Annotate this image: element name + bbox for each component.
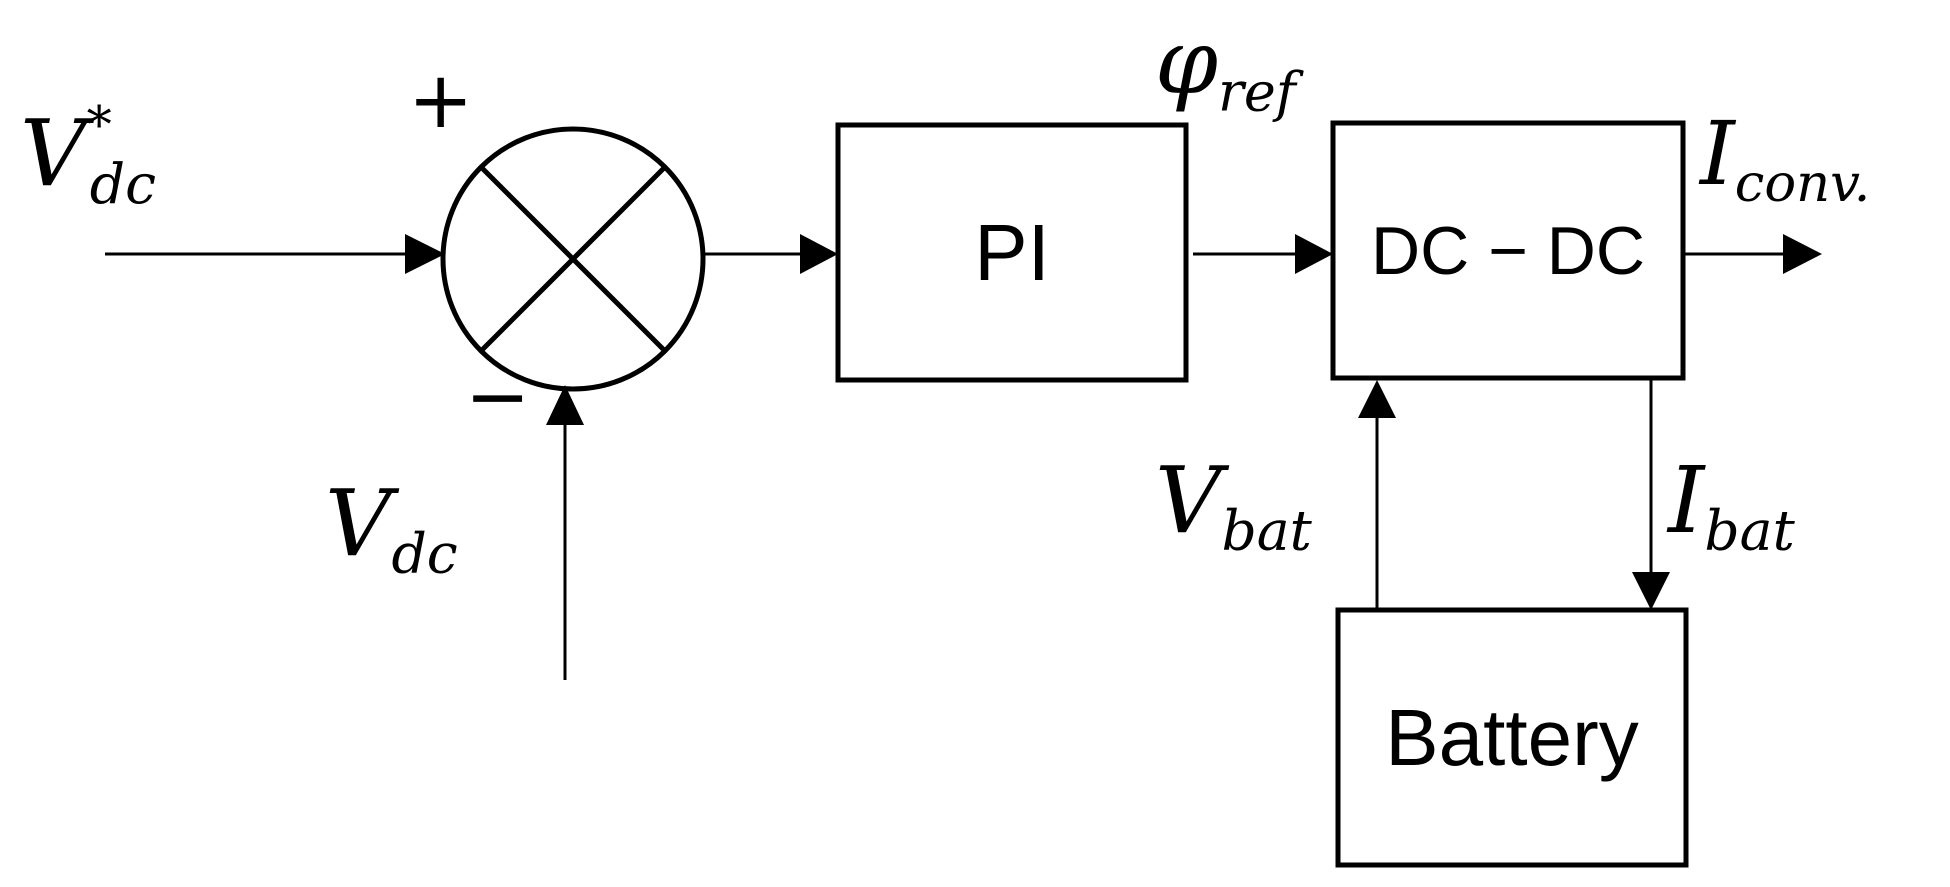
converter-current-label: Iconv. [1700, 110, 1870, 211]
reference-input-arrowhead [405, 234, 445, 274]
phase-reference-base: φ [1155, 10, 1219, 115]
minus-sign: − [465, 352, 531, 442]
reference-voltage-base: V [20, 100, 87, 207]
feedback-input-arrowhead [546, 385, 584, 425]
plus-sign: + [408, 56, 474, 146]
dc-dc-block-label: DC − DC [1371, 212, 1645, 289]
summing-junction-cross-b [479, 165, 667, 353]
battery-current-subscript: bat [1704, 499, 1795, 564]
feedback-voltage-subscript: dc [391, 522, 458, 587]
converter-current-subscript: conv. [1734, 152, 1871, 214]
phase-reference-label: φref [1155, 18, 1296, 119]
reference-voltage-subscript: dc [89, 152, 156, 217]
pi-block-label: PI [974, 207, 1050, 297]
error-signal-arrowhead [800, 234, 838, 274]
battery-voltage-label: Vbat [1155, 455, 1312, 560]
reference-voltage-superscript: * [86, 95, 112, 154]
battery-block-label: Battery [1385, 692, 1639, 782]
battery-current-label: Ibat [1668, 455, 1795, 560]
phase-reference-subscript: ref [1218, 60, 1296, 124]
battery-voltage-arrowhead [1358, 380, 1396, 418]
battery-block [1335, 607, 1689, 868]
dc-dc-block [1330, 120, 1686, 381]
reference-voltage-label: V*dc [20, 99, 156, 213]
battery-voltage-base: V [1155, 447, 1222, 554]
battery-current-base: I [1668, 447, 1705, 554]
feedback-voltage-base: V [325, 470, 392, 577]
phase-reference-arrowhead [1295, 234, 1333, 274]
battery-current-arrowhead [1632, 572, 1670, 610]
feedback-voltage-label: Vdc [325, 478, 458, 583]
battery-voltage-subscript: bat [1221, 499, 1312, 564]
pi-block [835, 122, 1189, 383]
converter-current-base: I [1700, 102, 1735, 205]
converter-output-arrowhead [1783, 234, 1822, 274]
